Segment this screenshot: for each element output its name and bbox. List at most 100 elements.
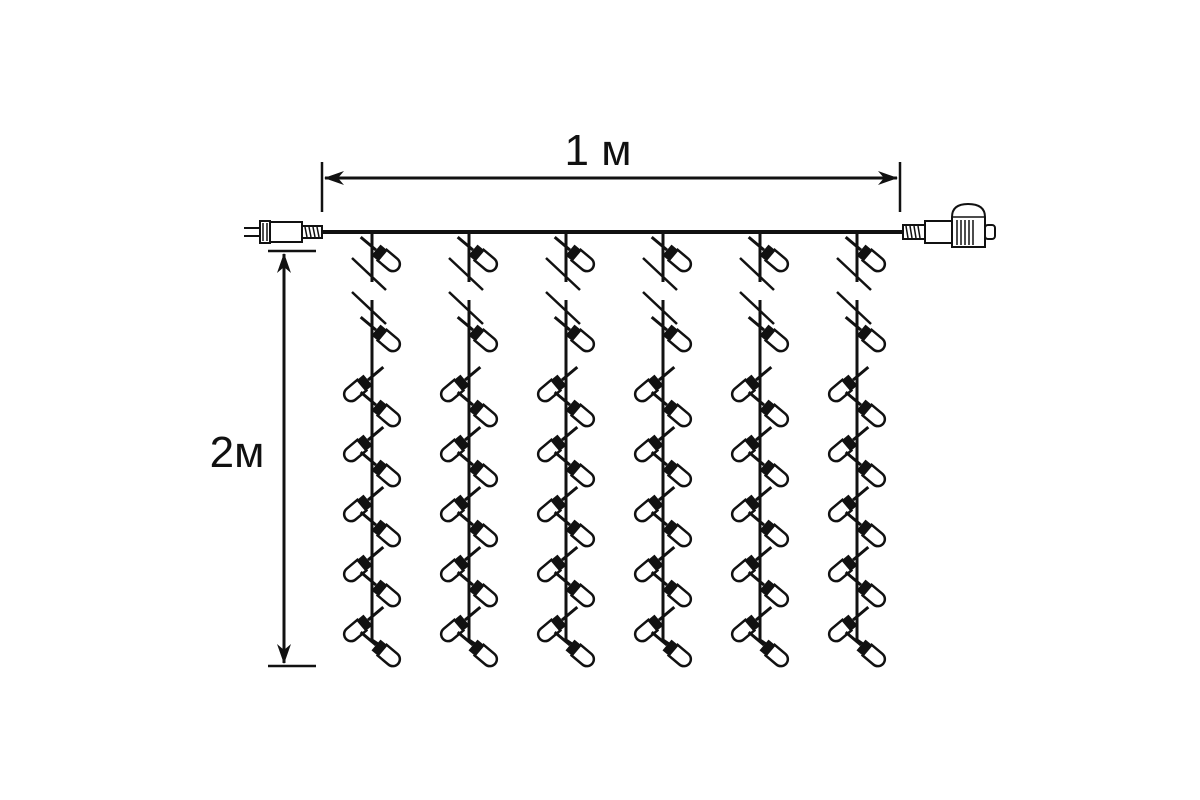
break-mark xyxy=(642,257,678,291)
led-bulb xyxy=(844,315,887,353)
light-strand xyxy=(439,232,499,668)
left-plug-connector xyxy=(244,220,323,244)
socket-tip xyxy=(984,224,996,240)
led-bulb xyxy=(747,450,790,488)
led-bulb xyxy=(359,570,402,608)
led-bulb xyxy=(844,630,887,668)
led-bulb xyxy=(633,425,676,463)
break-mark xyxy=(836,257,872,291)
led-bulb xyxy=(633,605,676,643)
led-bulb xyxy=(359,315,402,353)
led-bulb xyxy=(439,425,482,463)
break-mark xyxy=(739,257,775,291)
led-bulb xyxy=(342,605,385,643)
led-bulb xyxy=(730,365,773,403)
break-mark xyxy=(642,291,678,325)
light-strand xyxy=(730,232,790,668)
led-bulb xyxy=(439,545,482,583)
break-mark xyxy=(545,291,581,325)
break-mark xyxy=(836,291,872,325)
light-strands xyxy=(342,232,887,668)
width-label: 1 м xyxy=(565,126,632,175)
led-bulb xyxy=(553,450,596,488)
led-bulb xyxy=(633,485,676,523)
led-bulb xyxy=(633,365,676,403)
led-bulb xyxy=(827,485,870,523)
led-bulb xyxy=(730,605,773,643)
led-bulb xyxy=(536,605,579,643)
led-bulb xyxy=(359,630,402,668)
led-bulb xyxy=(553,235,596,273)
led-bulb xyxy=(439,605,482,643)
led-bulb xyxy=(747,510,790,548)
led-bulb xyxy=(456,510,499,548)
break-mark xyxy=(448,257,484,291)
led-bulb xyxy=(536,485,579,523)
right-socket-connector xyxy=(902,202,996,248)
led-bulb xyxy=(553,630,596,668)
led-bulb xyxy=(650,450,693,488)
led-bulb xyxy=(844,570,887,608)
break-mark xyxy=(739,291,775,325)
led-bulb xyxy=(456,570,499,608)
led-bulb xyxy=(730,485,773,523)
led-bulb xyxy=(650,570,693,608)
light-strand xyxy=(827,232,887,668)
light-strand xyxy=(536,232,596,668)
led-bulb xyxy=(553,510,596,548)
break-mark xyxy=(351,257,387,291)
led-bulb xyxy=(359,390,402,428)
led-bulb xyxy=(827,365,870,403)
led-bulb xyxy=(439,485,482,523)
led-bulb xyxy=(456,235,499,273)
led-bulb xyxy=(553,390,596,428)
led-bulb xyxy=(844,390,887,428)
led-bulb xyxy=(359,235,402,273)
led-bulb xyxy=(342,365,385,403)
led-bulb xyxy=(747,630,790,668)
break-mark xyxy=(448,291,484,325)
led-bulb xyxy=(359,510,402,548)
width-dimension: 1 м xyxy=(320,126,902,212)
break-mark xyxy=(545,257,581,291)
led-bulb xyxy=(536,365,579,403)
socket-body xyxy=(924,220,956,244)
led-bulb xyxy=(536,425,579,463)
led-bulb xyxy=(359,450,402,488)
led-bulb xyxy=(342,485,385,523)
led-bulb xyxy=(650,390,693,428)
light-strand xyxy=(342,232,402,668)
led-bulb xyxy=(730,425,773,463)
led-bulb xyxy=(456,450,499,488)
led-bulb xyxy=(456,315,499,353)
light-strand xyxy=(633,232,693,668)
height-dimension: 2м xyxy=(210,249,316,668)
plug-collar xyxy=(259,220,271,244)
led-bulb xyxy=(553,570,596,608)
led-bulb xyxy=(747,235,790,273)
led-bulb xyxy=(456,390,499,428)
led-bulb xyxy=(439,365,482,403)
led-bulb xyxy=(827,545,870,583)
led-bulb xyxy=(342,545,385,583)
led-bulb xyxy=(342,425,385,463)
led-bulb xyxy=(536,545,579,583)
led-bulb xyxy=(844,510,887,548)
height-label: 2м xyxy=(210,428,265,477)
led-bulb xyxy=(747,315,790,353)
led-bulb xyxy=(730,545,773,583)
led-bulb xyxy=(650,630,693,668)
led-bulb xyxy=(747,390,790,428)
plug-body xyxy=(269,221,303,243)
break-mark xyxy=(351,291,387,325)
led-bulb xyxy=(553,315,596,353)
led-bulb xyxy=(650,510,693,548)
led-bulb xyxy=(844,450,887,488)
led-bulb xyxy=(456,630,499,668)
led-bulb xyxy=(827,425,870,463)
led-bulb xyxy=(633,545,676,583)
led-bulb xyxy=(650,235,693,273)
led-bulb xyxy=(747,570,790,608)
